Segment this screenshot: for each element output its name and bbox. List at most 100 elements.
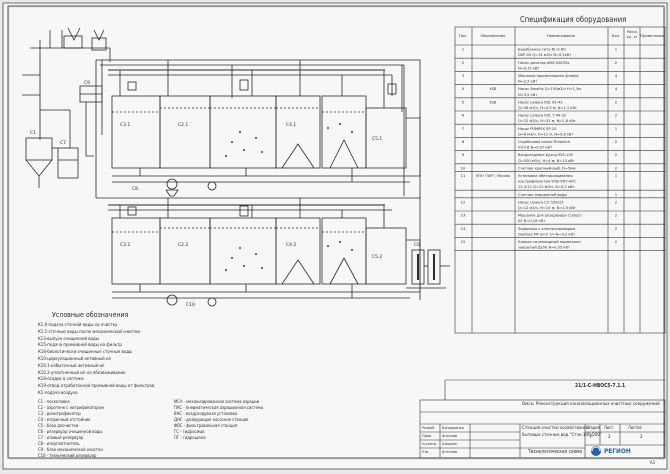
legend-flow-item: К15-подача промывной воды на фильтр xyxy=(38,343,122,349)
spec-row-name: Насос Lowara CO 550/15 xyxy=(518,200,563,204)
spec-row-pos: 12 xyxy=(461,199,466,204)
stage-header-sheet: Лист xyxy=(604,425,614,430)
legend-equipment-item: С7 - иловый резервуар xyxy=(38,435,84,440)
spec-row-qty: 1 xyxy=(615,47,618,52)
treatment-train-1 xyxy=(96,59,421,197)
spec-row-pos: 5 xyxy=(462,99,465,104)
spec-header: Масса xyxy=(627,30,637,34)
spec-row-qty: 2 xyxy=(615,152,618,157)
drawing-name-1: Станция очистки хозяйственно- xyxy=(522,426,591,431)
spec-row-name: Q=500 м3/ч, H=4 м, N=13 кВт xyxy=(518,159,575,163)
spec-row-qty: 2 xyxy=(615,239,618,244)
label-c5-1: С5.1 xyxy=(372,136,382,142)
spec-row-name: Счетчик очищенной воды xyxy=(518,193,567,197)
label-c4-1: С4.1 xyxy=(286,122,296,128)
spec-row-name: Q=36 м3/ч, H=4,5 м, N=1,1 кВт xyxy=(518,106,577,110)
legend-system-item: ПАС - пневматическая аэрационная система xyxy=(174,405,264,410)
spec-header: Кол. xyxy=(612,34,620,38)
spec-row-pos: 14 xyxy=(461,226,466,231)
legend-system-item: ПГ - гидрошлюз xyxy=(174,435,206,440)
spec-row-name: Воздуходувка Kyung 055-100 xyxy=(518,153,574,157)
spec-row-name: Насос PUMPEX SP-10 xyxy=(518,127,557,131)
spec-row-qty: 2 xyxy=(615,165,618,170)
spec-row-name: Задвижка с электроприводом xyxy=(518,227,576,231)
spec-row-pos: 13 xyxy=(461,213,466,218)
spec-row-qty: 4 xyxy=(615,73,618,78)
process-scheme xyxy=(22,27,450,307)
spec-table xyxy=(454,26,666,334)
spec-row-qty: 2 xyxy=(615,139,618,144)
legend-system-item: ВНС - воздуходувная установка xyxy=(174,411,238,416)
spec-row-name: N=2,2 кВт xyxy=(518,80,537,84)
mechanical-treatment-block xyxy=(22,27,111,188)
legend-flow-item: К19-отвод отработанной промывной воды от… xyxy=(38,384,155,390)
spec-row-name: Насос-дозатор AMS DIGITAL xyxy=(518,61,570,65)
stage-header-stage: Стадия xyxy=(586,425,600,430)
spec-row-qty: 2 xyxy=(615,226,618,231)
spec-row-pos: 15 xyxy=(461,239,466,244)
legend-flow-item: К10.2-уплотненный ил на обезвоживание xyxy=(38,370,126,376)
legend-system-item: МСА - механизированная система аэрации xyxy=(174,399,260,404)
doc-code: 21/1-С-НВОС5-7.1.1 xyxy=(575,383,626,389)
spec-header: Обозначение xyxy=(481,34,507,38)
spec-row-name: mini B N=0,37 кВт xyxy=(518,146,552,150)
spec-row-name: Danfoss MF Q=5 т/ч N=0,2 кВт xyxy=(518,232,575,236)
equipment-labels: С2.1 С3.1 С4.1 С5.1 С2.2 С3.2 С4.2 С5.2 … xyxy=(30,80,420,308)
signature-role: Н.контр. xyxy=(422,441,438,446)
legend-equipment-item: С10 - технический резервуар xyxy=(38,453,97,458)
stage-value: Р xyxy=(590,435,593,440)
spec-row-name: Мешалка пропеллерная Amaltis xyxy=(518,74,579,78)
legend-equipment-item: С2 - аэротенк с нитрификатором xyxy=(38,405,104,410)
legend-title: Условные обозначения xyxy=(52,311,129,319)
legend-flow-item: К1.1-сточные воды после механической очи… xyxy=(38,329,140,335)
spec-row-name: DKP-40 Q=14 м3/ч N=0,2кВт xyxy=(518,53,571,57)
spec-row-pos: 4 xyxy=(462,86,465,91)
spec-row-pos: 9 xyxy=(462,152,465,157)
spec-row-qty: 1 xyxy=(615,173,618,178)
spec-row-pos: 11 xyxy=(461,173,466,178)
spec-title: Спецификация оборудования xyxy=(520,15,627,24)
spec-header: Поз. xyxy=(459,34,467,38)
spec-row-qty: 2 xyxy=(615,99,618,104)
legend-equipment-item: С9 - блок механической очистки xyxy=(38,447,103,452)
label-c3-1: С3.1 xyxy=(120,122,130,128)
spec-row-name: Q=12 м3/ч, H=31 м, N=2,8 кВт xyxy=(518,119,576,123)
company-name: РЕГИОН xyxy=(604,447,631,455)
spec-row-name: Клапан соленоидный нормально xyxy=(518,240,581,244)
legend-flow-item: К13-выпуск очищенной воды xyxy=(38,336,99,342)
inner-frame xyxy=(7,5,665,459)
spec-row-pos: 2 xyxy=(462,60,465,65)
label-c7: С7 xyxy=(60,140,66,146)
spec-row-qty: 1 xyxy=(615,126,618,131)
spec-row-qty: 2 xyxy=(615,113,618,118)
spec-row-name: Q=6 м3/ч, H=12 м, N=0,8 кВт xyxy=(518,132,574,136)
spec-row-name: AF N=0,18 кВт xyxy=(518,219,545,223)
signature-role: Разраб. xyxy=(422,425,436,430)
spec-row-name: 12-3/12 Q=12 м3/ч, N=0,5 кВт xyxy=(518,185,575,189)
legend-system-item: ГС - гидросмыв xyxy=(174,429,205,434)
spec-row-pos: 6 xyxy=(462,113,465,118)
legend-equipment-item: С1 - песколовка xyxy=(38,399,70,404)
object-name: Омск, Реконструкция канализационных очис… xyxy=(522,402,660,407)
spec-header: Примечание xyxy=(640,34,664,38)
treatment-train-2 xyxy=(96,197,421,307)
signature-name: Антонов xyxy=(442,449,457,454)
sheet-title: Технологическая схема xyxy=(528,450,583,455)
spec-row-name: N=3,5 кВт xyxy=(518,93,537,97)
legend-equipment-item: С8 - илоуплотнитель xyxy=(38,441,80,446)
label-c3-2: С3.2 xyxy=(120,242,130,248)
spec-row-name: Q=12 м3/ч, H=15 м, N=1,5 кВт xyxy=(518,206,576,210)
spec-row-name: Барабанное сито RL-0.6О xyxy=(518,48,566,52)
spec-row-qty: 4 xyxy=(615,86,618,91)
spec-row-pos: 7 xyxy=(462,126,465,131)
stage-header-sheets: Листов xyxy=(628,425,642,430)
spec-row-name: закрытый Ду50 N=0,05 кВт xyxy=(518,246,570,250)
spec-row-name: Счетчик крупный-рыб. D=5мм xyxy=(518,166,576,170)
aeration-dots xyxy=(225,123,353,271)
legend-equipment-item: С3 - денитрификатор xyxy=(38,411,81,416)
sheet-value: 2 xyxy=(608,435,611,440)
signature-name: Антонов xyxy=(442,433,457,438)
spec-row-name: Скребковое сопло Fimotech xyxy=(518,140,570,144)
